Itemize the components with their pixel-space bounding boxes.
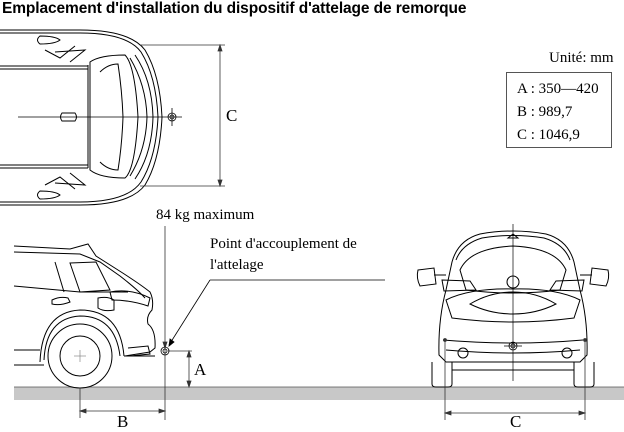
spec-c: C : 1046,9 (517, 127, 580, 143)
coupling-point-label-line1: Point d'accouplement de (210, 236, 357, 252)
spec-a: A : 350—420 (517, 81, 599, 97)
spec-b: B : 989,7 (517, 104, 573, 120)
top-view-hitch-point-icon (167, 108, 177, 126)
rear-view-c-label: C (510, 412, 522, 431)
rear-view-vehicle (416, 230, 610, 388)
side-view-vehicle (13, 243, 156, 366)
ground-strip (14, 387, 624, 400)
top-view-c-label: C (226, 106, 238, 125)
side-view-a-label: A (194, 360, 207, 379)
top-view-vehicle (0, 29, 163, 206)
rear-view-dimension-c (443, 338, 587, 420)
coupling-point-label-line2: l'attelage (210, 257, 264, 273)
unit-label: Unité: mm (549, 50, 614, 66)
side-view-hitch-point-icon (160, 346, 170, 356)
spec-box: A : 350—420 B : 989,7 C : 1046,9 (506, 72, 612, 148)
top-view-dimension-c (140, 43, 225, 188)
side-view-b-label: B (117, 412, 129, 431)
coupling-point-leader (168, 279, 385, 347)
page-title: Emplacement d'installation du dispositif… (2, 0, 467, 17)
side-view-dimension-lines (78, 226, 192, 420)
rear-view-hitch-point-icon (504, 341, 522, 351)
max-load-label: 84 kg maximum (156, 207, 255, 223)
